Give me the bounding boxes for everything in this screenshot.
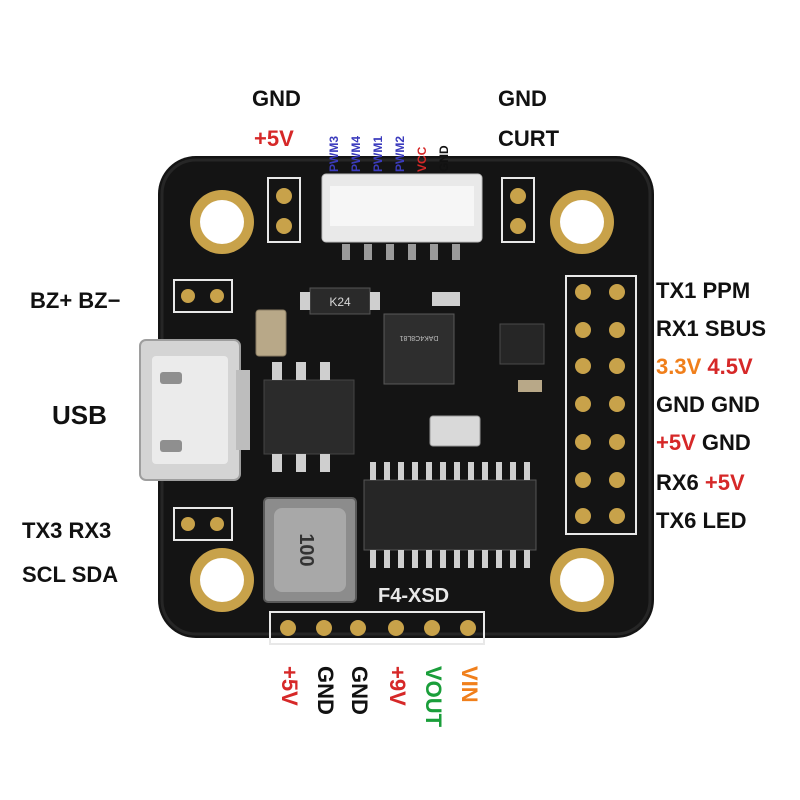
pads-top-right [501, 177, 535, 243]
smd-component [518, 380, 542, 392]
top-jst-connector [321, 173, 483, 260]
right-row-5: +5V GND [656, 432, 751, 454]
right-row-7-a: TX6 [656, 508, 697, 533]
bottom-label-gnd-1: GND [313, 666, 338, 715]
mounting-hole-bl [190, 548, 254, 612]
right-row-3-a: 3.3V [656, 354, 702, 379]
osd-chip [363, 462, 537, 568]
bottom-label-9v: +9V [385, 666, 410, 706]
right-row-4: GND GND [656, 394, 760, 416]
right-row-2-b: SBUS [704, 316, 767, 341]
right-row-3-b: 4.5V [707, 354, 753, 379]
usb-connector [139, 339, 250, 481]
capacitor [255, 309, 287, 357]
bottom-label-gnd-2: GND [347, 666, 372, 715]
right-row-1-a: TX1 [656, 278, 697, 303]
mounting-hole-tl [190, 190, 254, 254]
smd-component [499, 323, 545, 365]
pads-right-grid [565, 275, 637, 535]
right-row-6-b: +5V [704, 470, 745, 495]
label-tx3-rx3: TX3 RX3 [22, 518, 112, 543]
right-row-7: TX6 LED [656, 510, 746, 532]
right-row-7-b: LED [702, 508, 747, 533]
label-top-right-curt: CURT [498, 126, 560, 151]
pin-label-pwm4: PWM4 [349, 136, 363, 172]
right-row-4-a: GND [656, 392, 705, 417]
label-scl-sda: SCL SDA [22, 562, 119, 587]
pin-label-gnd: GND [437, 145, 451, 172]
right-row-5-a: +5V [656, 430, 696, 455]
right-row-1: TX1 PPM [656, 280, 750, 302]
right-row-3: 3.3V 4.5V [656, 356, 753, 378]
board-silkscreen-name: F4-XSD [378, 585, 449, 607]
pin-label-pwm2: PWM2 [393, 136, 407, 172]
right-row-1-b: PPM [702, 278, 751, 303]
diode-k24: K24 [300, 287, 380, 315]
label-top-left-5v: +5V [254, 126, 294, 151]
label-top-right-gnd: GND [498, 86, 547, 111]
label-buzzer: BZ+ BZ− [30, 288, 121, 313]
pin-label-pwm1: PWM1 [371, 136, 385, 172]
right-row-5-b: GND [701, 430, 751, 455]
pads-top-left [267, 177, 301, 243]
right-row-2: RX1 SBUS [656, 318, 766, 340]
right-row-6-a: RX6 [656, 470, 699, 495]
right-row-2-a: RX1 [656, 316, 699, 341]
smd-component [432, 292, 460, 306]
diode-marking: K24 [329, 295, 351, 309]
pads-buzzer [173, 279, 233, 313]
pads-uart3 [173, 507, 233, 541]
inductor: 100 [263, 497, 357, 603]
bottom-label-vout: VOUT [421, 666, 446, 728]
mounting-hole-tr [550, 190, 614, 254]
regulator-chip [263, 362, 355, 472]
bottom-label-vin: VIN [457, 666, 482, 703]
svg-text:DAK4C8L81: DAK4C8L81 [399, 334, 438, 341]
bottom-label-5v: +5V [277, 666, 302, 706]
label-top-left-gnd: GND [252, 86, 301, 111]
right-row-4-b: GND [711, 392, 760, 417]
label-usb: USB [52, 400, 107, 430]
mounting-hole-br [550, 548, 614, 612]
crystal [429, 415, 481, 447]
svg-text:100: 100 [295, 533, 317, 566]
right-row-6: RX6 +5V [656, 472, 745, 494]
pads-bottom-row [269, 611, 485, 645]
pin-label-pwm3: PWM3 [327, 136, 341, 172]
pin-label-vcc: VCC [415, 146, 429, 172]
mpu-chip: DAK4C8L81 [383, 313, 455, 385]
